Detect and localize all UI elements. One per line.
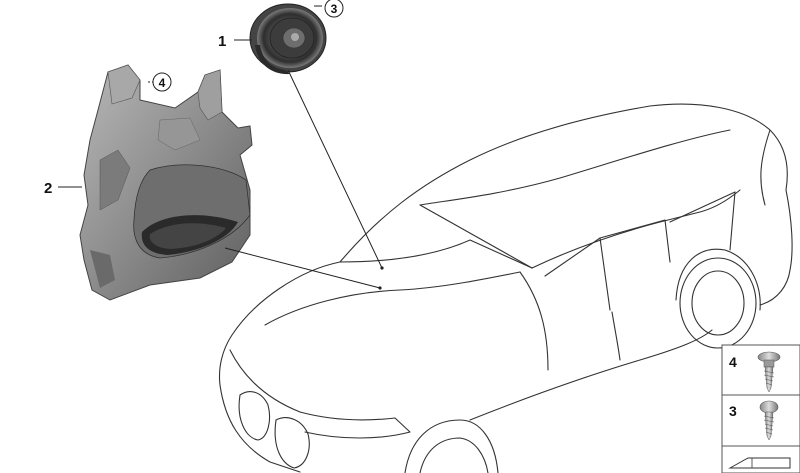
svg-text:3: 3 [729,403,737,419]
part-arrow-icon [728,457,791,469]
car-outline [218,103,793,473]
svg-text:1: 1 [218,33,226,50]
screw-3-icon [759,400,779,441]
svg-text:4: 4 [159,76,166,90]
callout-4: 4 [152,72,172,92]
svg-text:3: 3 [331,2,338,16]
callout-3: 3 [324,0,344,18]
fastener-legend: 4 3 [721,344,800,473]
svg-text:4: 4 [729,354,737,370]
subwoofer-housing-part [79,64,253,301]
speaker-part [249,3,327,75]
screw-4-icon [757,351,781,393]
leader-lines [58,5,384,290]
legend-item-3: 3 [729,400,779,441]
callout-2: 2 [44,180,52,197]
callout-1: 1 [218,33,226,50]
svg-text:2: 2 [44,180,52,197]
legend-item-4: 4 [729,351,781,393]
